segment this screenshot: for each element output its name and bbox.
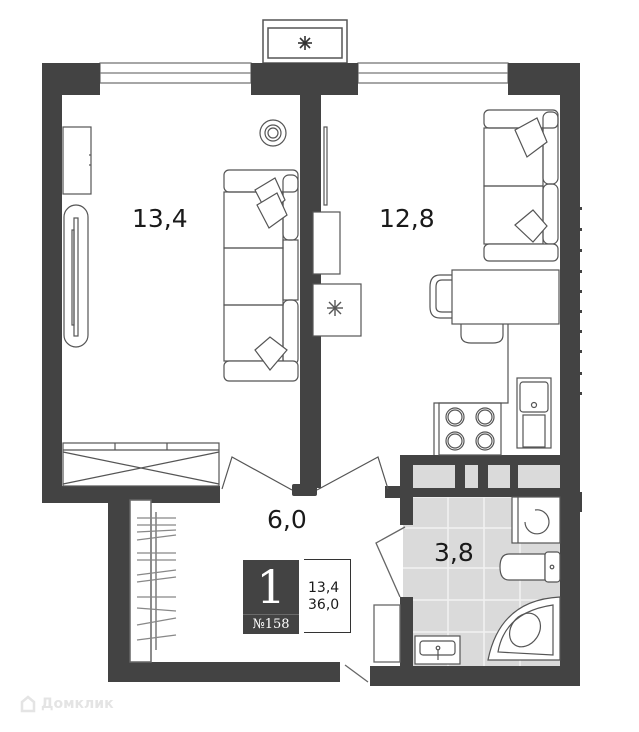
living-area: 13,4 (308, 580, 340, 596)
fridge-icon (327, 300, 343, 316)
kitchen-furniture (316, 109, 560, 491)
walls (42, 63, 580, 686)
bathroom-fixtures (414, 496, 561, 665)
apartment-number: №158 (243, 614, 299, 635)
room-area-hallway: 6,0 (267, 505, 307, 534)
wall-ticks (580, 207, 582, 512)
rooms-count: 1 (256, 560, 286, 614)
total-area: 36,0 (308, 597, 340, 613)
ac-unit-icon (262, 19, 348, 64)
room-area-bathroom: 3,8 (434, 538, 474, 567)
room-area-kitchen-living: 12,8 (379, 204, 435, 233)
watermark-text: Домклик (41, 696, 114, 712)
living-room-furniture (62, 119, 362, 491)
apartment-badge: 1 №158 (243, 560, 299, 634)
divider-tiles (413, 465, 560, 488)
area-summary: 13,4 36,0 (304, 559, 351, 633)
hallway-furniture (129, 499, 406, 683)
watermark: Домклик (20, 695, 114, 713)
house-logo-icon (20, 695, 36, 713)
room-area-living-room: 13,4 (132, 204, 188, 233)
